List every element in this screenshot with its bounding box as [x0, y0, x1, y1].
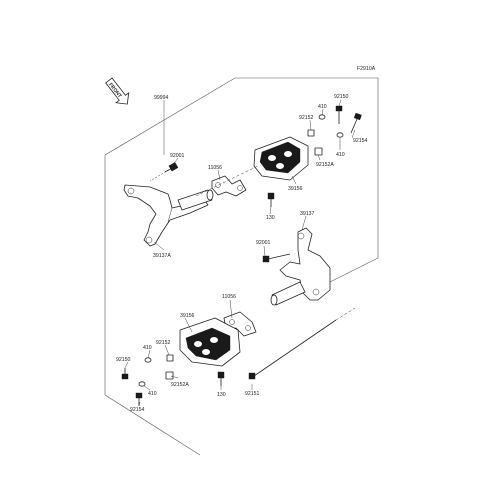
collar-92152-upper: [307, 129, 315, 137]
label-39137: 39137: [300, 211, 315, 217]
washer-410-upper-a: [318, 114, 326, 120]
label-92151: 92151: [245, 391, 260, 397]
bracket-39137a: [123, 184, 209, 247]
label-92150-lower: 92150: [116, 357, 131, 363]
long-bolt-92151: [248, 307, 356, 380]
kit-box-bottom-edge: [104, 394, 201, 456]
kit-box-outline: [104, 77, 379, 258]
label-410-lower-a: 410: [143, 345, 152, 351]
label-92150-upper: 92150: [334, 94, 349, 100]
label-92152a-lower: 92152A: [171, 382, 189, 388]
kit-box-right-edge: [329, 257, 379, 283]
label-92152-lower: 92152: [156, 340, 171, 346]
label-92001-upper: 92001: [170, 153, 185, 159]
collar-92152-lower: [166, 354, 174, 362]
leader-lines: [124, 99, 356, 407]
bolt-92154-upper: [350, 112, 362, 134]
bracket-39137: [279, 227, 331, 301]
slider-39156-upper: [253, 136, 309, 181]
bolt-92154-lower: [135, 392, 143, 406]
collar-92152a-lower: [165, 371, 174, 380]
bolt-92001-upper: [149, 162, 179, 182]
tube-upper: [177, 189, 214, 211]
washer-410-upper-b: [336, 132, 344, 138]
label-92154-upper: 92154: [353, 138, 368, 144]
slider-39156-lower: [179, 317, 241, 367]
label-39156-lower: 39156: [180, 313, 195, 319]
label-410-upper-b: 410: [336, 152, 345, 158]
bolt-92150-lower: [121, 368, 129, 380]
front-arrow-icon: FRONT: [105, 77, 130, 105]
collar-92152a-upper: [314, 147, 323, 156]
bolt-92150-upper: [335, 105, 343, 124]
label-92152-upper: 92152: [299, 115, 314, 121]
label-410-upper-a: 410: [318, 104, 327, 110]
label-130-upper: 130: [266, 215, 275, 221]
washer-410-lower-b: [138, 381, 146, 387]
label-130-lower: 130: [217, 392, 226, 398]
bolt-130-lower: [217, 371, 225, 386]
washer-410-lower-a: [144, 357, 152, 363]
figure-code: F2910A: [357, 66, 376, 72]
label-99994: 99994: [154, 95, 169, 101]
label-11056-upper: 11056: [208, 165, 222, 171]
spacer-11056-upper: [211, 175, 247, 197]
label-92001-lower: 92001: [256, 240, 271, 246]
bolt-130-upper: [267, 192, 275, 207]
label-39137a: 39137A: [153, 253, 171, 259]
part-labels: 99994 92150 410 92152 92154 410 92152A 9…: [116, 94, 368, 413]
label-11056-lower: 11056: [222, 294, 236, 300]
bolt-92001-lower: [262, 253, 291, 263]
label-410-lower-b: 410: [148, 391, 157, 397]
label-92152a-upper: 92152A: [316, 162, 334, 168]
label-92154-lower: 92154: [130, 407, 145, 413]
label-39156-upper: 39156: [288, 186, 303, 192]
tube-lower: [270, 281, 306, 306]
guide-line-upper: [195, 165, 259, 197]
